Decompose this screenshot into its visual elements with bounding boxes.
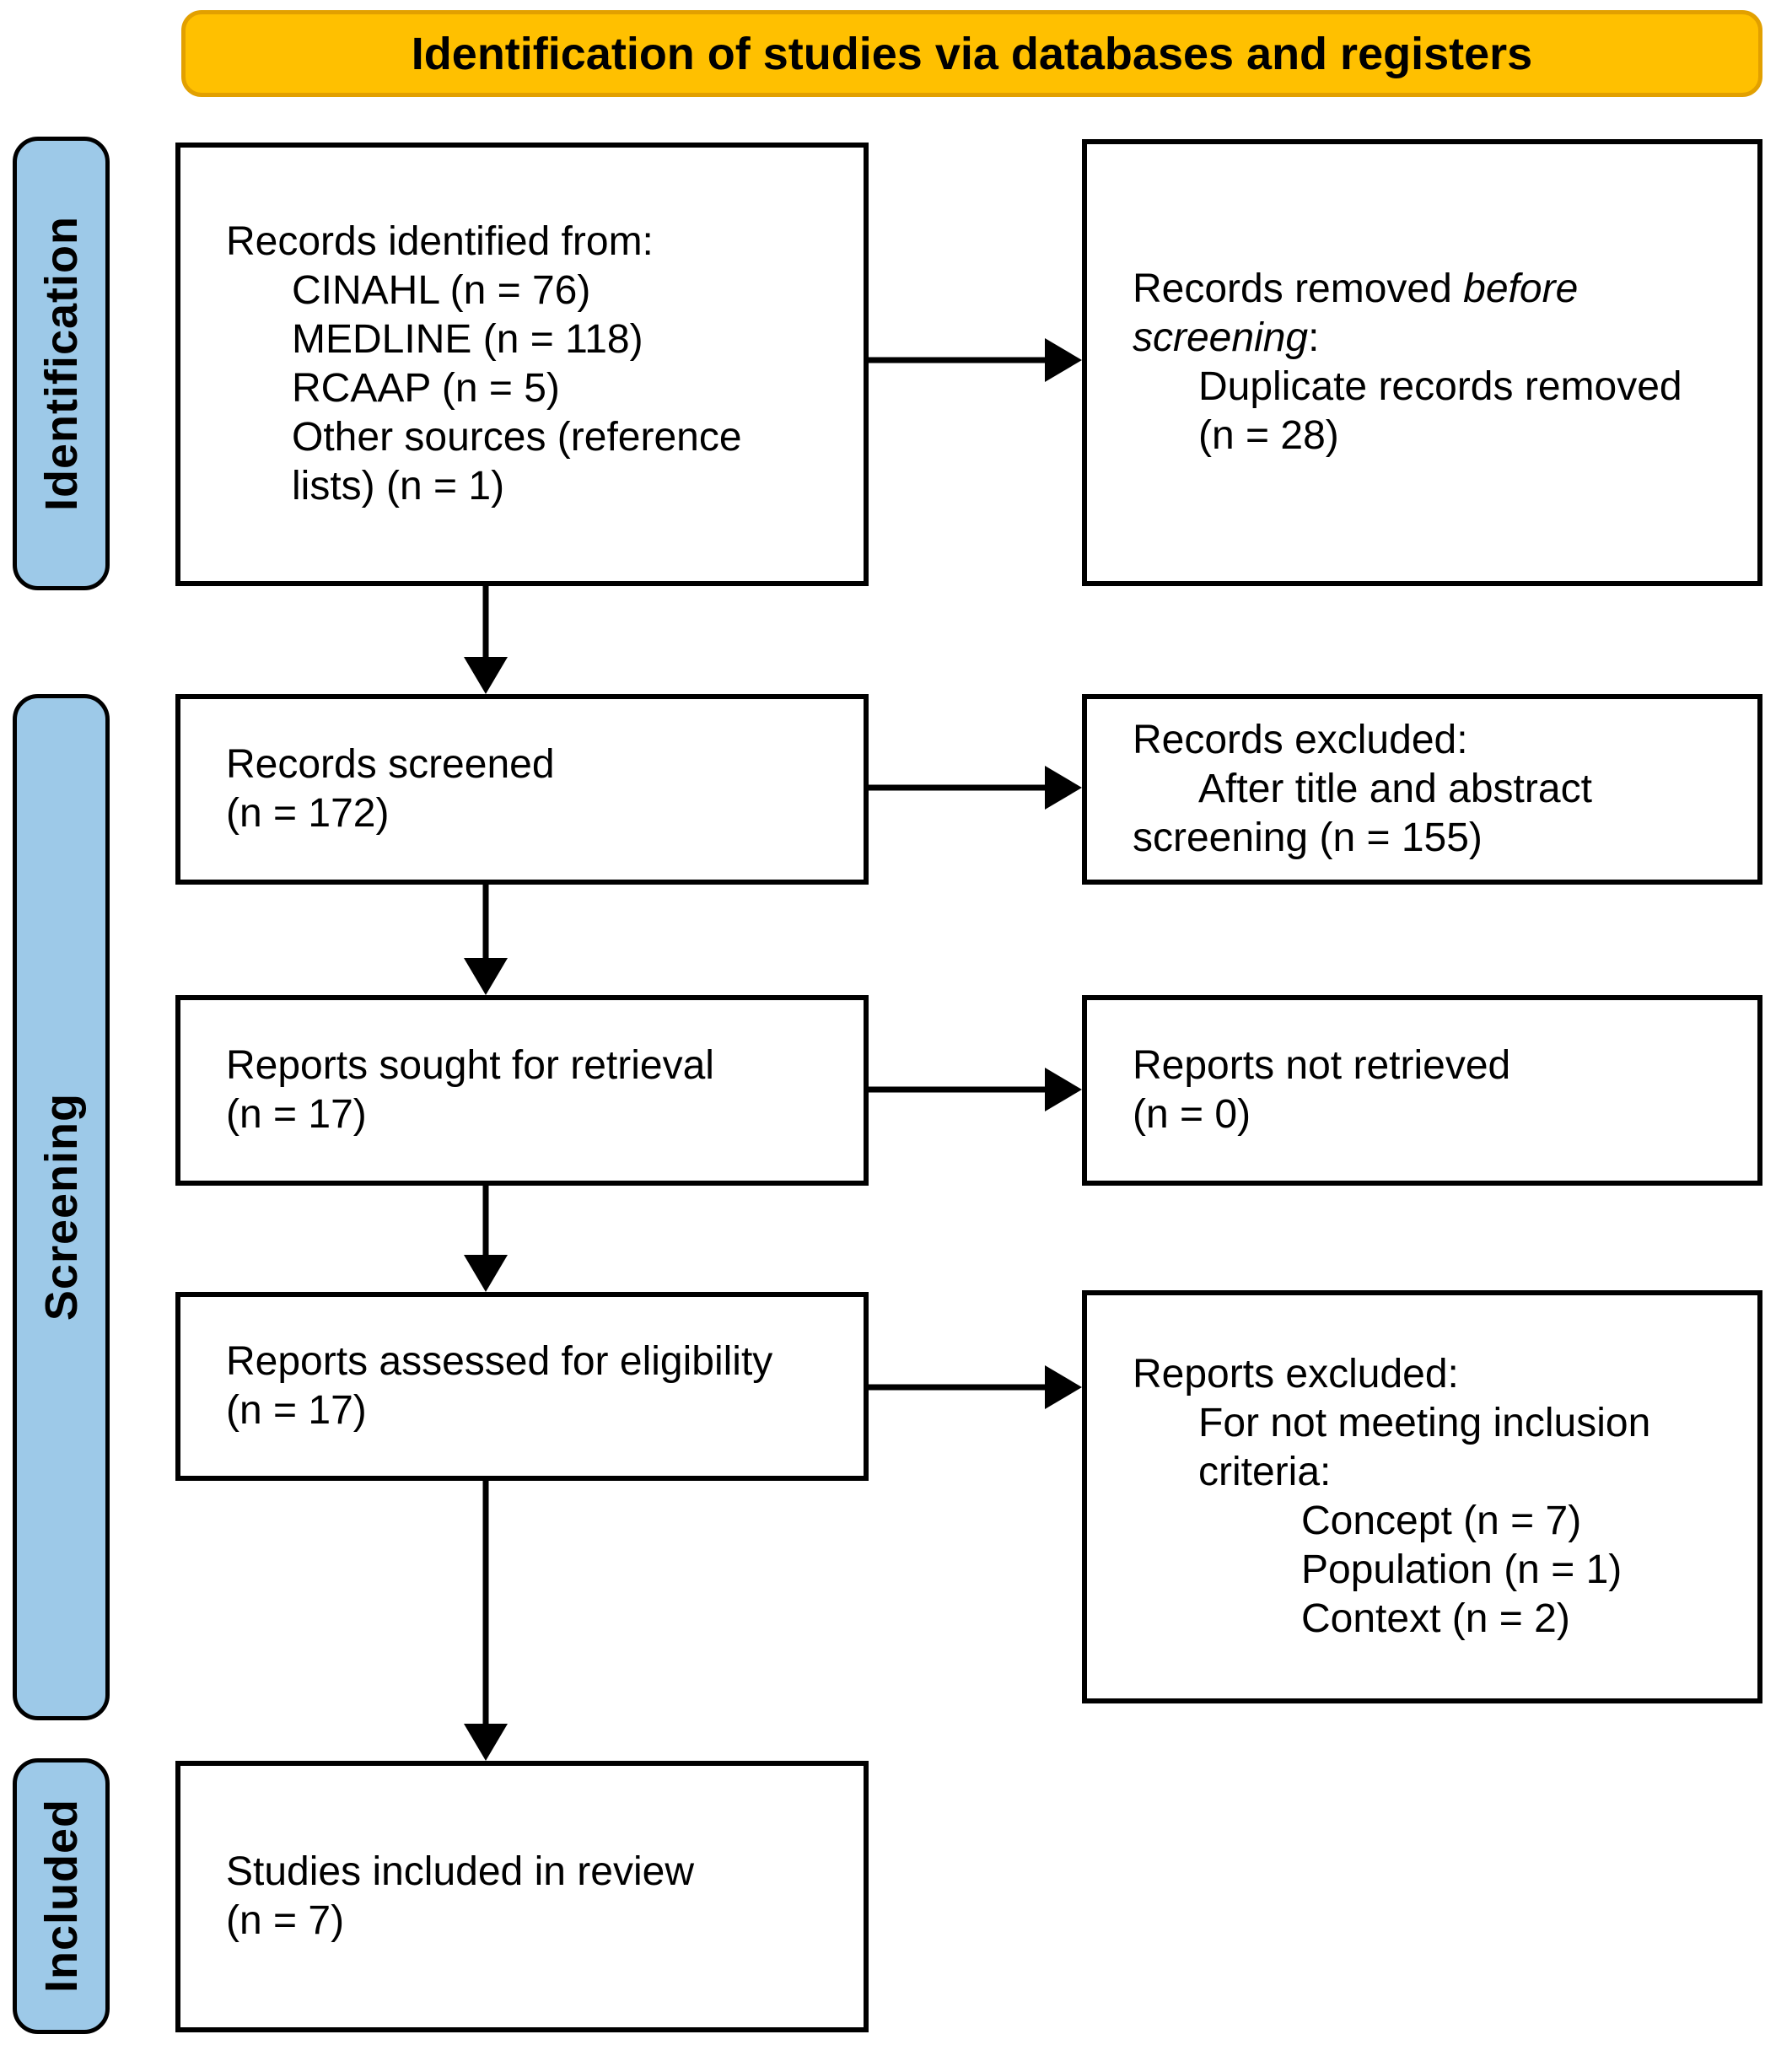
box-line: lists) (n = 1) (292, 464, 505, 509)
box-line: Context (n = 2) (1301, 1596, 1570, 1641)
diagram-title: Identification of studies via databases … (411, 28, 1533, 79)
arrow-head-icon (1045, 1068, 1082, 1111)
box-line: (n = 17) (226, 1092, 367, 1137)
arrow-shaft (482, 885, 489, 963)
box-line: (n = 7) (226, 1898, 345, 1943)
arrow-down-assessed-to-included-icon (464, 1481, 508, 1761)
box-line: (n = 0) (1133, 1092, 1251, 1137)
arrow-right-sought-to-not-retrieved-icon (869, 1068, 1082, 1111)
box-line: RCAAP (n = 5) (292, 366, 560, 411)
box-line: Population (n = 1) (1301, 1547, 1622, 1592)
box-reports-assessed: Reports assessed for eligibility (n = 17… (175, 1292, 869, 1481)
arrow-down-sought-to-assessed-icon (464, 1186, 508, 1292)
box-line: For not meeting inclusion (1198, 1401, 1651, 1445)
box-line: After title and abstract (1198, 767, 1592, 811)
arrow-right-screened-to-excluded-icon (869, 766, 1082, 810)
arrow-head-icon (464, 1255, 508, 1292)
arrow-head-icon (464, 1724, 508, 1761)
arrow-right-assessed-to-excluded-icon (869, 1365, 1082, 1409)
box-line: Reports not retrieved (1133, 1043, 1511, 1088)
box-line: Reports sought for retrieval (226, 1043, 714, 1088)
arrow-shaft (869, 357, 1048, 363)
arrow-shaft (869, 1086, 1048, 1093)
box-records-screened: Records screened (n = 172) (175, 694, 869, 885)
box-line: Records screened (226, 742, 555, 787)
arrow-head-icon (464, 958, 508, 995)
arrow-head-icon (1045, 1365, 1082, 1409)
box-records-removed: Records removed before screening: Duplic… (1082, 139, 1762, 586)
box-line: Records removed before (1133, 265, 1727, 314)
box-line: screening: (1133, 314, 1727, 363)
box-line: (n = 17) (226, 1388, 367, 1433)
arrow-shaft (482, 1186, 489, 1260)
stage-label-text: Identification (35, 216, 87, 511)
box-line: Duplicate records removed (1198, 364, 1682, 409)
arrow-down-screened-to-sought-icon (464, 885, 508, 995)
box-line: Concept (n = 7) (1301, 1499, 1582, 1543)
box-reports-not-retrieved: Reports not retrieved (n = 0) (1082, 995, 1762, 1186)
box-line: Other sources (reference (292, 415, 742, 460)
box-line: MEDLINE (n = 118) (292, 317, 643, 362)
stage-label-screening: Screening (13, 694, 110, 1720)
box-line: Records excluded: (1133, 718, 1468, 762)
box-line: Reports assessed for eligibility (226, 1339, 773, 1384)
box-line-segment-italic: before (1463, 266, 1579, 311)
box-line: screening (n = 155) (1133, 815, 1483, 860)
box-line: (n = 28) (1198, 413, 1339, 458)
arrow-shaft (869, 1384, 1048, 1391)
arrow-shaft (482, 1481, 489, 1729)
stage-label-identification: Identification (13, 137, 110, 590)
stage-label-text: Included (35, 1799, 87, 1994)
box-reports-sought: Reports sought for retrieval (n = 17) (175, 995, 869, 1186)
box-studies-included: Studies included in review (n = 7) (175, 1761, 869, 2032)
box-line-segment: Records removed (1133, 266, 1464, 311)
box-records-excluded: Records excluded: After title and abstra… (1082, 694, 1762, 885)
arrow-head-icon (464, 657, 508, 694)
box-records-identified: Records identified from: CINAHL (n = 76)… (175, 143, 869, 586)
arrow-down-identified-to-screened-icon (464, 586, 508, 694)
title-banner: Identification of studies via databases … (181, 10, 1762, 97)
box-line: CINAHL (n = 76) (292, 268, 591, 313)
box-line: (n = 172) (226, 791, 390, 836)
arrow-head-icon (1045, 338, 1082, 382)
box-reports-excluded: Reports excluded: For not meeting inclus… (1082, 1290, 1762, 1703)
arrow-shaft (869, 784, 1048, 791)
box-line: Studies included in review (226, 1849, 694, 1894)
stage-label-text: Screening (35, 1093, 87, 1321)
arrow-right-identified-to-removed-icon (869, 338, 1082, 382)
box-line-segment-italic: screening (1133, 315, 1309, 360)
stage-label-included: Included (13, 1758, 110, 2034)
arrow-head-icon (1045, 766, 1082, 810)
box-line: criteria: (1198, 1450, 1332, 1494)
arrow-shaft (482, 586, 489, 662)
box-line-segment: : (1308, 315, 1320, 360)
box-line: Records identified from: (226, 219, 654, 264)
box-line: Reports excluded: (1133, 1352, 1459, 1397)
